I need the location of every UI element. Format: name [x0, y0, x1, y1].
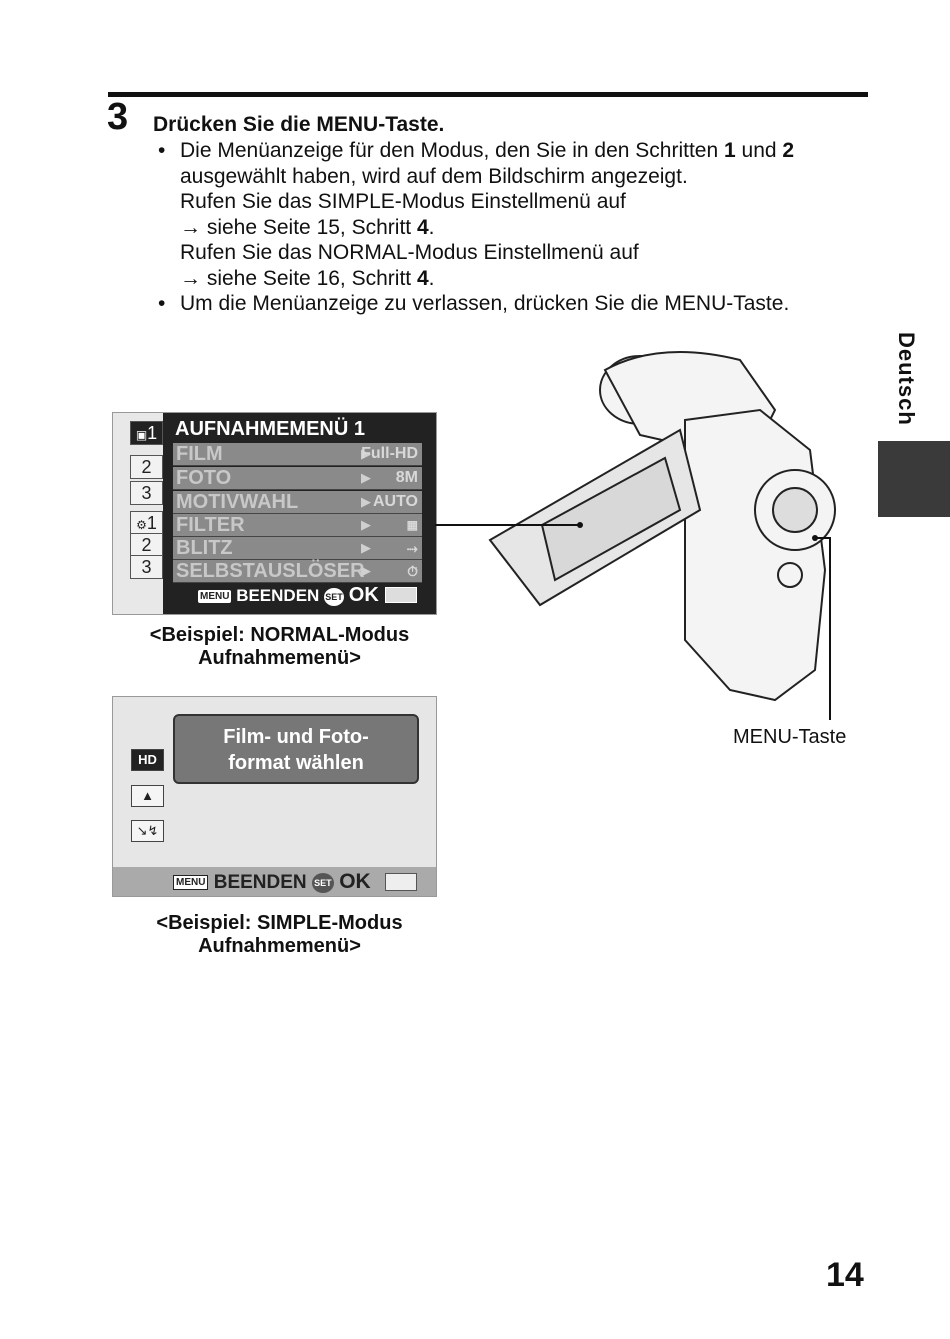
leader-dot: [812, 535, 818, 541]
arrow-right-icon: ▶: [361, 517, 371, 532]
row-value: AUTO: [372, 493, 418, 510]
arrow-right-icon: ▶: [361, 540, 371, 555]
set-key-icon: SET: [324, 587, 345, 606]
row-label: FILM: [176, 443, 223, 465]
language-label: Deutsch: [894, 332, 919, 426]
ok-label: OK: [339, 870, 371, 893]
tab-settings-3: 3: [130, 555, 163, 579]
arrow-right-icon: ▶: [361, 470, 371, 485]
menu-footer: MENU BEENDEN SET OK: [113, 867, 436, 896]
leader-dot: [577, 522, 583, 528]
info-bubble: Film- und Foto- format wählen: [173, 714, 419, 784]
step-number: 3: [107, 96, 129, 138]
menu-row-foto: FOTO ▶ 8M: [173, 467, 422, 490]
row-label: MOTIVWAHL: [176, 491, 299, 513]
step-ref: 1: [724, 139, 736, 162]
text: Die Menüanzeige für den Modus, den Sie i…: [180, 139, 725, 162]
body-line: → siehe Seite 15, Schritt 4.: [158, 215, 794, 241]
body-line: Rufen Sie das NORMAL-Modus Einstellmenü …: [180, 241, 639, 264]
flash-icon: ⤑: [406, 540, 418, 556]
menu-footer: MENU BEENDEN SET OK: [198, 584, 379, 607]
step-ref: 4: [416, 266, 429, 290]
scene-icon: ▲: [131, 785, 164, 807]
bubble-line: format wählen: [228, 752, 364, 774]
simple-menu-screen: Film- und Foto- format wählen HD ▲ ↘↯ ME…: [112, 696, 437, 897]
row-label: FOTO: [176, 467, 232, 489]
step-ref: 2: [782, 139, 795, 162]
arrow-right-icon: ▶: [361, 446, 371, 461]
tab-camera-3: 3: [130, 481, 163, 505]
caption-line: <Beispiel: SIMPLE-Modus: [156, 912, 403, 934]
step-body: • Die Menüanzeige für den Modus, den Sie …: [158, 138, 794, 317]
arrow-icon: →: [180, 266, 201, 290]
menu-row-filter: FILTER ▶ ▦: [173, 514, 422, 537]
normal-caption: <Beispiel: NORMAL-Modus Aufnahmemenü>: [112, 624, 447, 670]
normal-menu-screen: ▣1 2 3 ⚙1 2 3 AUFNAHMEMENÜ 1 FILM ▶ Full…: [112, 412, 437, 615]
menu-title: AUFNAHMEMENÜ 1: [175, 418, 365, 440]
row-label: FILTER: [176, 514, 245, 536]
bullet: •: [158, 139, 166, 162]
text: und: [735, 139, 783, 162]
bullet: •: [158, 292, 166, 315]
row-label: SELBSTAUSLÖSER: [176, 560, 365, 582]
text: .: [428, 266, 435, 290]
text: siehe Seite 15, Schritt: [201, 215, 417, 239]
camera-button: [777, 562, 803, 588]
caption-line: Aufnahmemenü>: [198, 935, 361, 957]
menu-key-icon: MENU: [198, 590, 232, 604]
arrow-icon: →: [180, 215, 201, 239]
menu-key-icon: MENU: [173, 875, 209, 891]
language-tab-marker: [878, 441, 950, 517]
text: Um die Menüanzeige zu verlassen, drücken…: [180, 292, 790, 315]
battery-icon: [385, 873, 417, 891]
hd-icon: HD: [131, 749, 164, 771]
camera-dial-center: [772, 487, 818, 533]
tab-camera-1: ▣1: [130, 421, 163, 445]
menu-side-tabs: ▣1 2 3 ⚙1 2 3: [113, 413, 163, 614]
row-value: Full-HD: [361, 445, 418, 462]
body-line: ausgewählt haben, wird auf dem Bildschir…: [180, 164, 688, 188]
camera-body: [684, 408, 827, 702]
camera-lcd-screen: [540, 456, 682, 582]
body-line: • Um die Menüanzeige zu verlassen, drücke…: [158, 291, 794, 317]
row-value: 8M: [395, 469, 418, 486]
caption-line: <Beispiel: NORMAL-Modus: [149, 624, 410, 646]
flash-icon: ↘↯: [131, 820, 164, 842]
body-line: • Die Menüanzeige für den Modus, den Sie …: [158, 138, 794, 164]
step-ref: 4: [416, 215, 429, 239]
caption-line: Aufnahmemenü>: [198, 647, 361, 669]
arrow-right-icon: ▶: [361, 494, 371, 509]
section-rule: [108, 92, 868, 97]
text: siehe Seite 16, Schritt: [201, 266, 417, 290]
body-line: → siehe Seite 16, Schritt 4.: [158, 266, 794, 292]
page-number: 14: [826, 1256, 864, 1294]
menu-row-film: FILM ▶ Full-HD: [173, 443, 422, 466]
simple-caption: <Beispiel: SIMPLE-Modus Aufnahmemenü>: [112, 912, 447, 958]
text: .: [428, 215, 435, 239]
tab-settings-1: ⚙1: [130, 511, 163, 535]
beenden-label: BEENDEN: [236, 586, 320, 605]
row-label: BLITZ: [176, 537, 233, 559]
battery-icon: [385, 587, 417, 603]
body-line: Rufen Sie das SIMPLE-Modus Einstellmenü …: [180, 190, 626, 213]
menu-row-motivwahl: MOTIVWAHL ▶ AUTO: [173, 491, 422, 514]
menu-button-label: MENU-Taste: [733, 726, 847, 748]
step-title: Drücken Sie die MENU-Taste.: [153, 113, 445, 136]
set-key-icon: SET: [311, 872, 334, 893]
arrow-right-icon: ▶: [361, 563, 371, 578]
ok-label: OK: [348, 584, 379, 606]
filter-icon: ▦: [406, 518, 418, 532]
beenden-label: BEENDEN: [213, 872, 307, 893]
leader-line: [815, 537, 831, 720]
tab-settings-2: 2: [130, 533, 163, 557]
menu-row-blitz: BLITZ ▶ ⤑: [173, 537, 422, 560]
menu-row-selbstausloeser: SELBSTAUSLÖSER ▶ ⏱: [173, 560, 422, 583]
camera-illustration: [435, 351, 836, 720]
self-timer-icon: ⏱: [407, 563, 418, 579]
bubble-line: Film- und Foto-: [223, 726, 369, 748]
tab-camera-2: 2: [130, 455, 163, 479]
